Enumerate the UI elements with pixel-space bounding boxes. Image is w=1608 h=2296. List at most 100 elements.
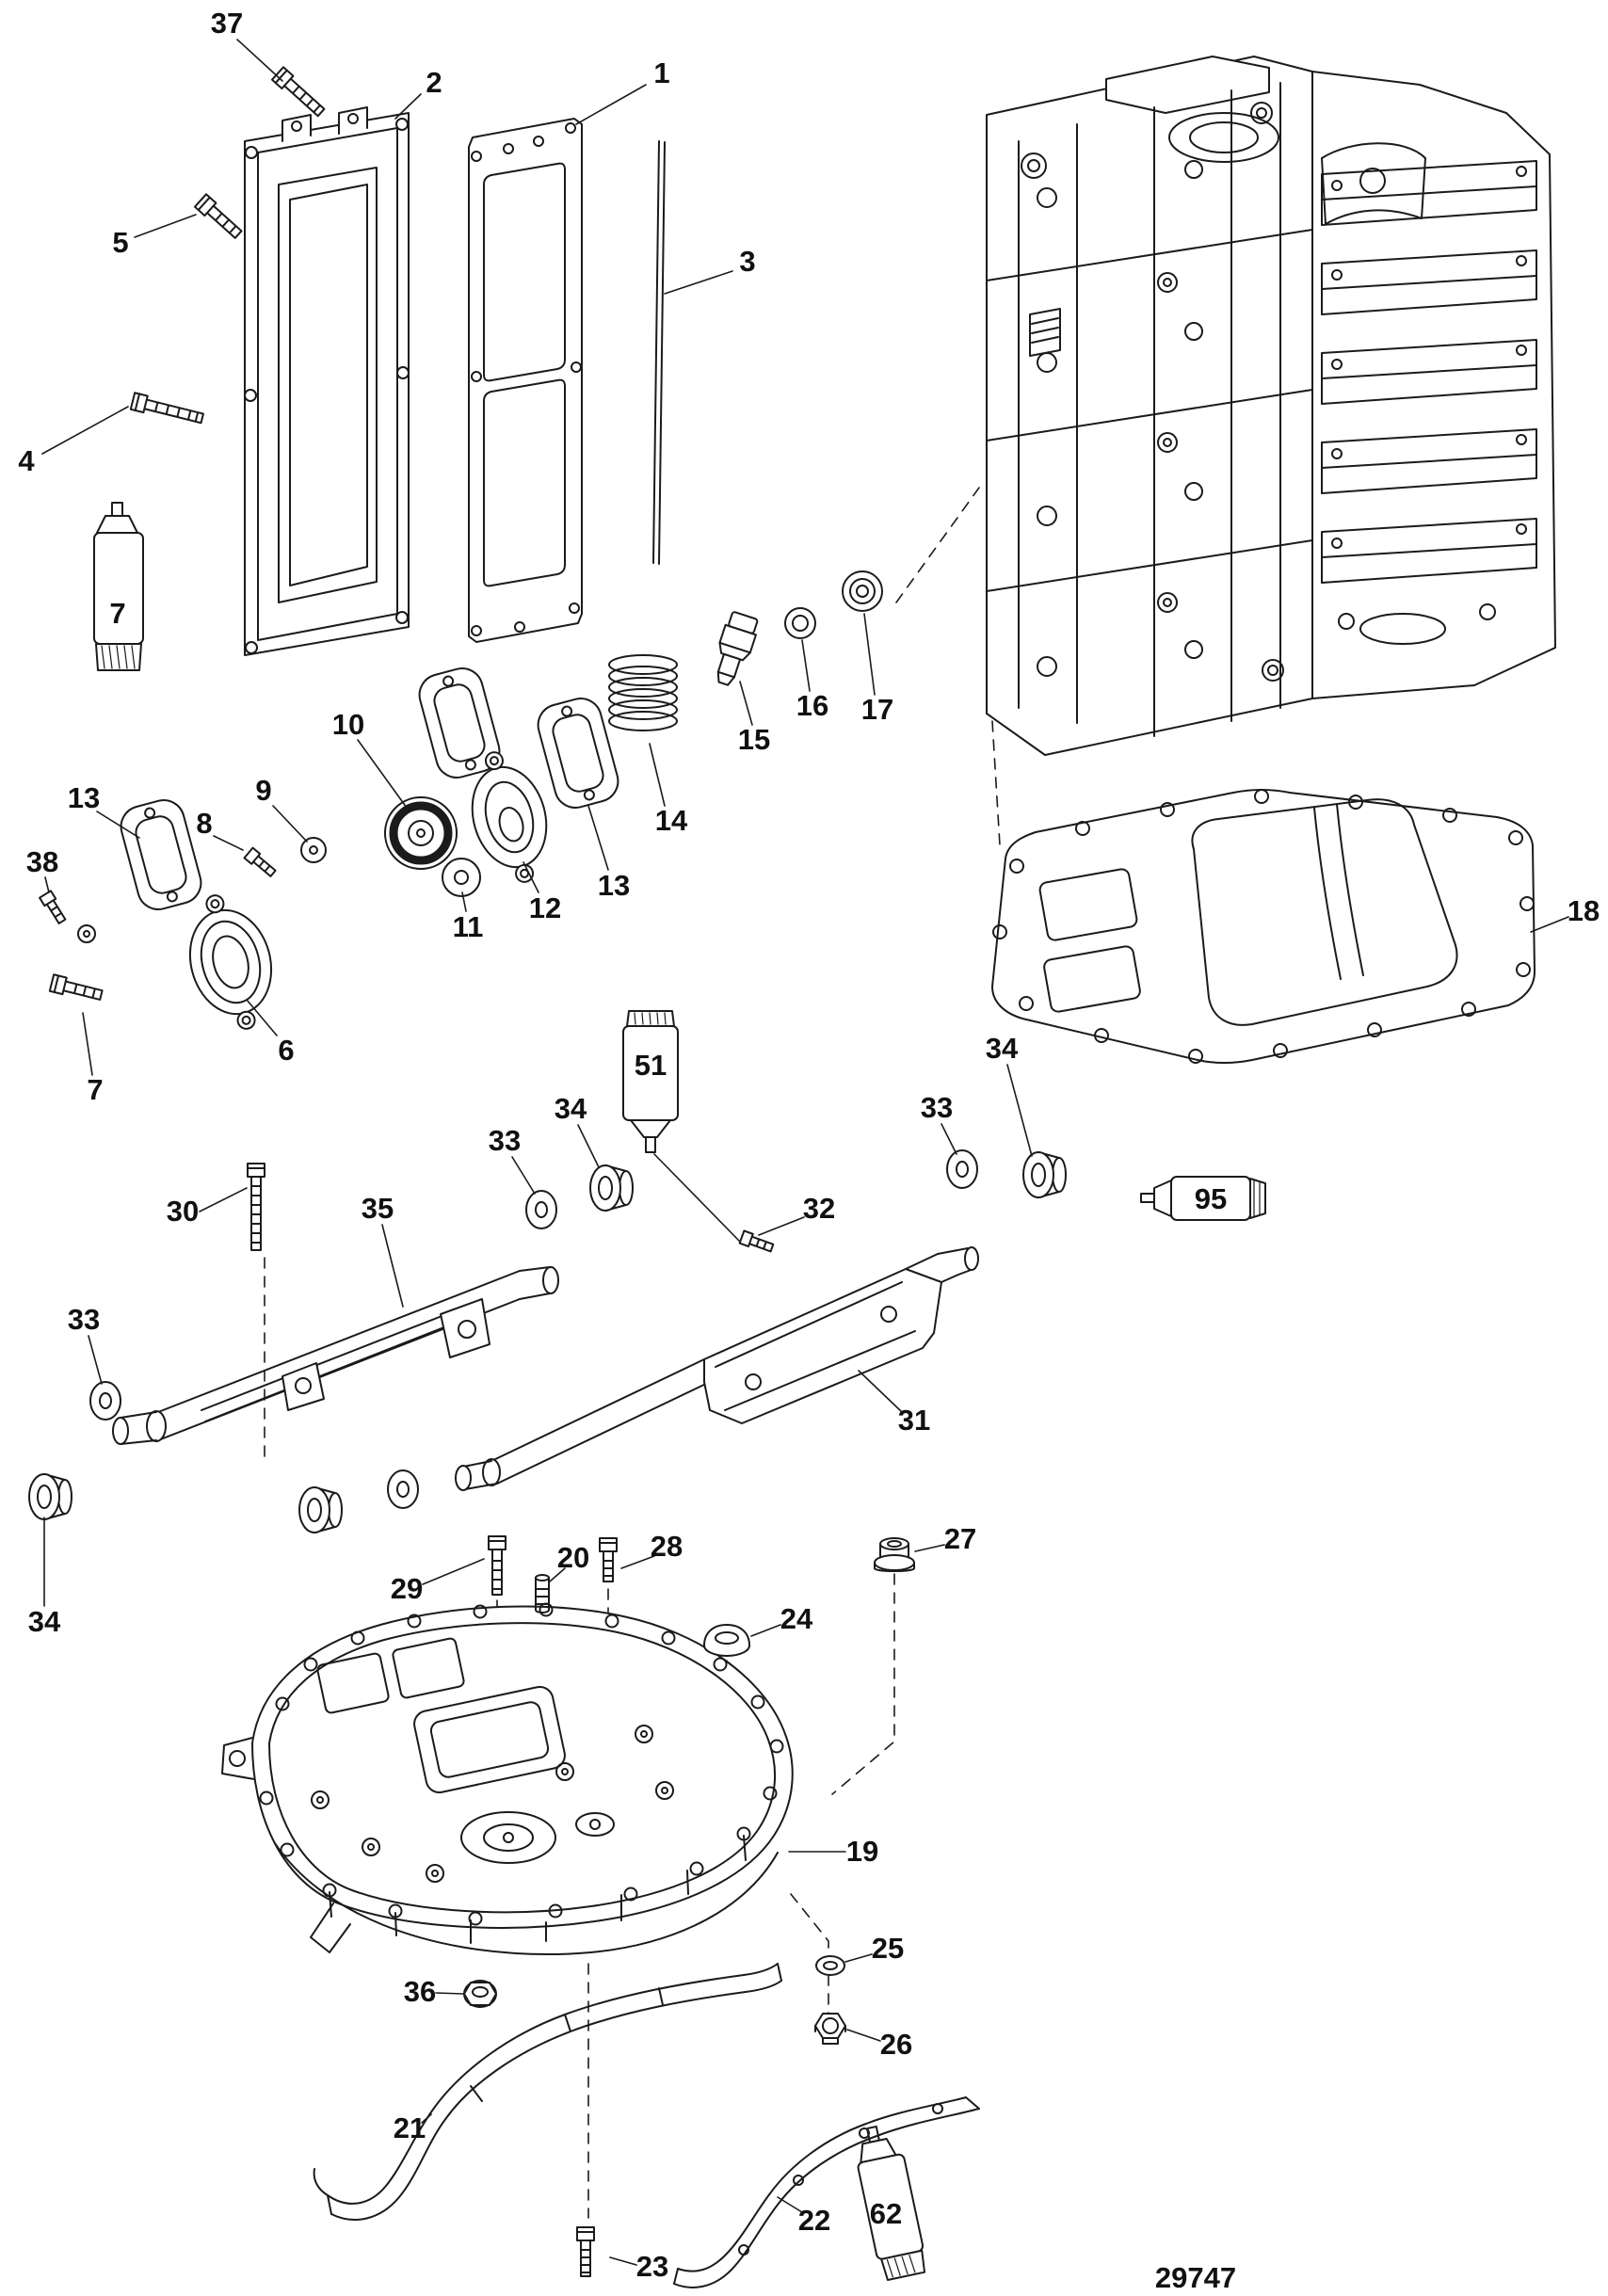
bolt-7-lower bbox=[48, 973, 104, 1001]
callout-28: 28 bbox=[650, 1530, 683, 1563]
screw-8 bbox=[243, 846, 277, 877]
callout-13: 13 bbox=[597, 869, 631, 902]
grommet-17 bbox=[842, 570, 883, 612]
washer-33-a bbox=[525, 1190, 557, 1229]
callout-14: 14 bbox=[654, 804, 688, 837]
sealant-tube-95 bbox=[1140, 1176, 1266, 1221]
callout-7: 7 bbox=[87, 1073, 104, 1106]
bolt-4 bbox=[129, 392, 204, 425]
callout-34: 34 bbox=[27, 1605, 61, 1638]
washer-16 bbox=[784, 607, 816, 639]
callout-9: 9 bbox=[255, 774, 272, 807]
cover-12 bbox=[471, 751, 548, 883]
plug-24 bbox=[703, 1624, 750, 1657]
callout-29: 29 bbox=[390, 1572, 424, 1605]
grommet-34-c bbox=[28, 1473, 72, 1520]
bolt-37 bbox=[270, 66, 326, 118]
callout-3: 3 bbox=[739, 245, 756, 278]
callout-22: 22 bbox=[797, 2204, 831, 2237]
callout-33: 33 bbox=[67, 1303, 101, 1336]
callout-23: 23 bbox=[635, 2250, 669, 2283]
callout-2: 2 bbox=[426, 66, 442, 99]
callout-27: 27 bbox=[943, 1522, 977, 1555]
grommet-34-a bbox=[1022, 1151, 1067, 1198]
bolt-30 bbox=[247, 1163, 265, 1251]
callout-36: 36 bbox=[403, 1975, 437, 2008]
washer-11 bbox=[442, 858, 481, 897]
callout-34: 34 bbox=[554, 1092, 587, 1125]
callout-15: 15 bbox=[737, 723, 771, 756]
callout-51: 51 bbox=[634, 1049, 667, 1082]
callout-12: 12 bbox=[528, 891, 562, 924]
sealant-tube-51 bbox=[622, 1010, 679, 1153]
grommet-34-b bbox=[589, 1164, 634, 1212]
callout-32: 32 bbox=[802, 1192, 836, 1225]
callout-37: 37 bbox=[210, 7, 244, 40]
callout-5: 5 bbox=[112, 226, 129, 259]
callout-10: 10 bbox=[331, 708, 365, 741]
callout-8: 8 bbox=[196, 807, 213, 840]
nut-26 bbox=[814, 2013, 846, 2045]
callout-24: 24 bbox=[780, 1602, 813, 1635]
drawing-number: 29747 bbox=[1154, 2261, 1237, 2294]
cover-6 bbox=[188, 894, 273, 1030]
callout-34: 34 bbox=[985, 1032, 1019, 1065]
disc-9 bbox=[300, 837, 327, 863]
callout-20: 20 bbox=[556, 1541, 590, 1574]
callout-4: 4 bbox=[18, 444, 35, 477]
callout-leader-lines bbox=[41, 39, 1569, 2266]
callout-35: 35 bbox=[361, 1192, 394, 1225]
bolt-32 bbox=[738, 1229, 775, 1253]
washer-25 bbox=[815, 1955, 845, 1976]
exhaust-gasket-18 bbox=[991, 789, 1536, 1064]
callout-19: 19 bbox=[845, 1835, 879, 1868]
washer-33-d bbox=[387, 1469, 419, 1509]
callout-21: 21 bbox=[393, 2111, 426, 2144]
callout-7: 7 bbox=[109, 597, 126, 630]
mount-rail-35 bbox=[112, 1266, 559, 1445]
gasket-13-right bbox=[537, 698, 619, 809]
callout-30: 30 bbox=[166, 1195, 200, 1228]
poppet-valve-15 bbox=[716, 611, 759, 686]
callout-33: 33 bbox=[920, 1091, 954, 1124]
divider-gasket-1 bbox=[468, 118, 583, 643]
bolt-5 bbox=[193, 193, 243, 239]
sealant-tube-7 bbox=[93, 502, 144, 671]
screw-38 bbox=[39, 890, 67, 924]
washer-33-c bbox=[89, 1381, 121, 1421]
exhaust-plate-2 bbox=[244, 106, 410, 656]
callout-6: 6 bbox=[278, 1034, 295, 1067]
callout-38: 38 bbox=[25, 845, 59, 878]
flange-nut-27 bbox=[874, 1537, 915, 1572]
washer-38 bbox=[77, 924, 96, 943]
diaphragm-10 bbox=[384, 796, 458, 870]
plug-36 bbox=[463, 1980, 497, 2008]
stud-20 bbox=[535, 1574, 550, 1614]
callout-16: 16 bbox=[796, 689, 829, 722]
callout-31: 31 bbox=[897, 1404, 931, 1437]
callout-26: 26 bbox=[879, 2028, 913, 2061]
callout-1: 1 bbox=[653, 56, 670, 89]
bolt-28 bbox=[599, 1537, 618, 1582]
gasket-13-left bbox=[120, 799, 202, 910]
callout-11: 11 bbox=[452, 910, 484, 943]
sealant-tube-62 bbox=[857, 2125, 926, 2282]
seal-21 bbox=[313, 1963, 782, 2221]
callout-95: 95 bbox=[1194, 1182, 1228, 1215]
mount-bracket-31 bbox=[455, 1246, 979, 1491]
engine-block bbox=[986, 56, 1556, 756]
dowel-rod-3 bbox=[652, 140, 666, 565]
adapter-plate-19 bbox=[221, 1602, 794, 1956]
callout-33: 33 bbox=[488, 1124, 522, 1157]
seal-22 bbox=[673, 2096, 980, 2288]
gasket-13-upper bbox=[418, 667, 501, 779]
callout-17: 17 bbox=[860, 693, 894, 726]
bolt-23 bbox=[576, 2226, 595, 2277]
spring-14 bbox=[608, 654, 678, 731]
callout-25: 25 bbox=[871, 1932, 905, 1965]
callout-13: 13 bbox=[67, 781, 101, 814]
callout-62: 62 bbox=[869, 2197, 903, 2230]
bolt-29 bbox=[488, 1535, 507, 1596]
